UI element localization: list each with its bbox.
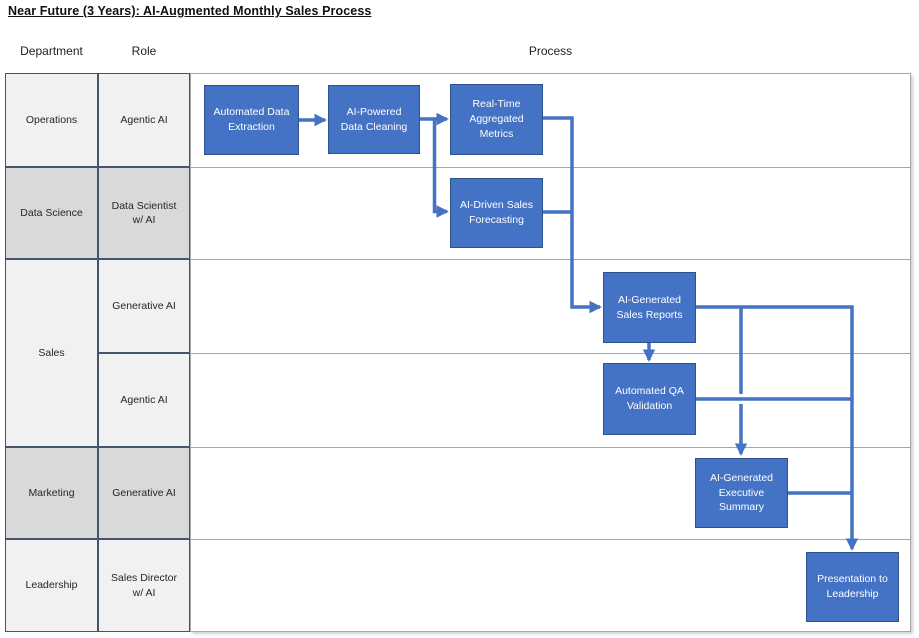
lane-divider — [190, 447, 911, 448]
column-header-department: Department — [20, 44, 83, 58]
node-ai-generated-executive-summary: AI-Generated Executive Summary — [695, 458, 788, 528]
column-header-process: Process — [528, 44, 573, 58]
department-cell-leadership: Leadership — [5, 539, 98, 632]
node-ai-driven-sales-forecasting: AI-Driven Sales Forecasting — [450, 178, 543, 248]
node-automated-data-extraction: Automated Data Extraction — [204, 85, 299, 155]
department-cell-marketing: Marketing — [5, 447, 98, 539]
lane-divider — [190, 539, 911, 540]
department-cell-operations: Operations — [5, 73, 98, 167]
role-cell-generative-ai-sales: Generative AI — [98, 259, 190, 353]
lane-divider — [190, 167, 911, 168]
lane-divider — [190, 353, 911, 354]
role-cell-agentic-ai-operations: Agentic AI — [98, 73, 190, 167]
node-ai-generated-sales-reports: AI-Generated Sales Reports — [603, 272, 696, 343]
role-cell-agentic-ai-sales: Agentic AI — [98, 353, 190, 447]
department-cell-data-science: Data Science — [5, 167, 98, 259]
page-title: Near Future (3 Years): AI-Augmented Mont… — [8, 4, 372, 18]
node-ai-powered-data-cleaning: AI-Powered Data Cleaning — [328, 85, 420, 154]
node-presentation-to-leadership: Presentation to Leadership — [806, 552, 899, 622]
role-cell-data-scientist: Data Scientist w/ AI — [98, 167, 190, 259]
node-real-time-aggregated-metrics: Real-Time Aggregated Metrics — [450, 84, 543, 155]
column-header-role: Role — [131, 44, 157, 58]
department-cell-sales: Sales — [5, 259, 98, 447]
lane-divider — [190, 259, 911, 260]
role-cell-sales-director: Sales Director w/ AI — [98, 539, 190, 632]
node-automated-qa-validation: Automated QA Validation — [603, 363, 696, 435]
role-cell-generative-ai-marketing: Generative AI — [98, 447, 190, 539]
